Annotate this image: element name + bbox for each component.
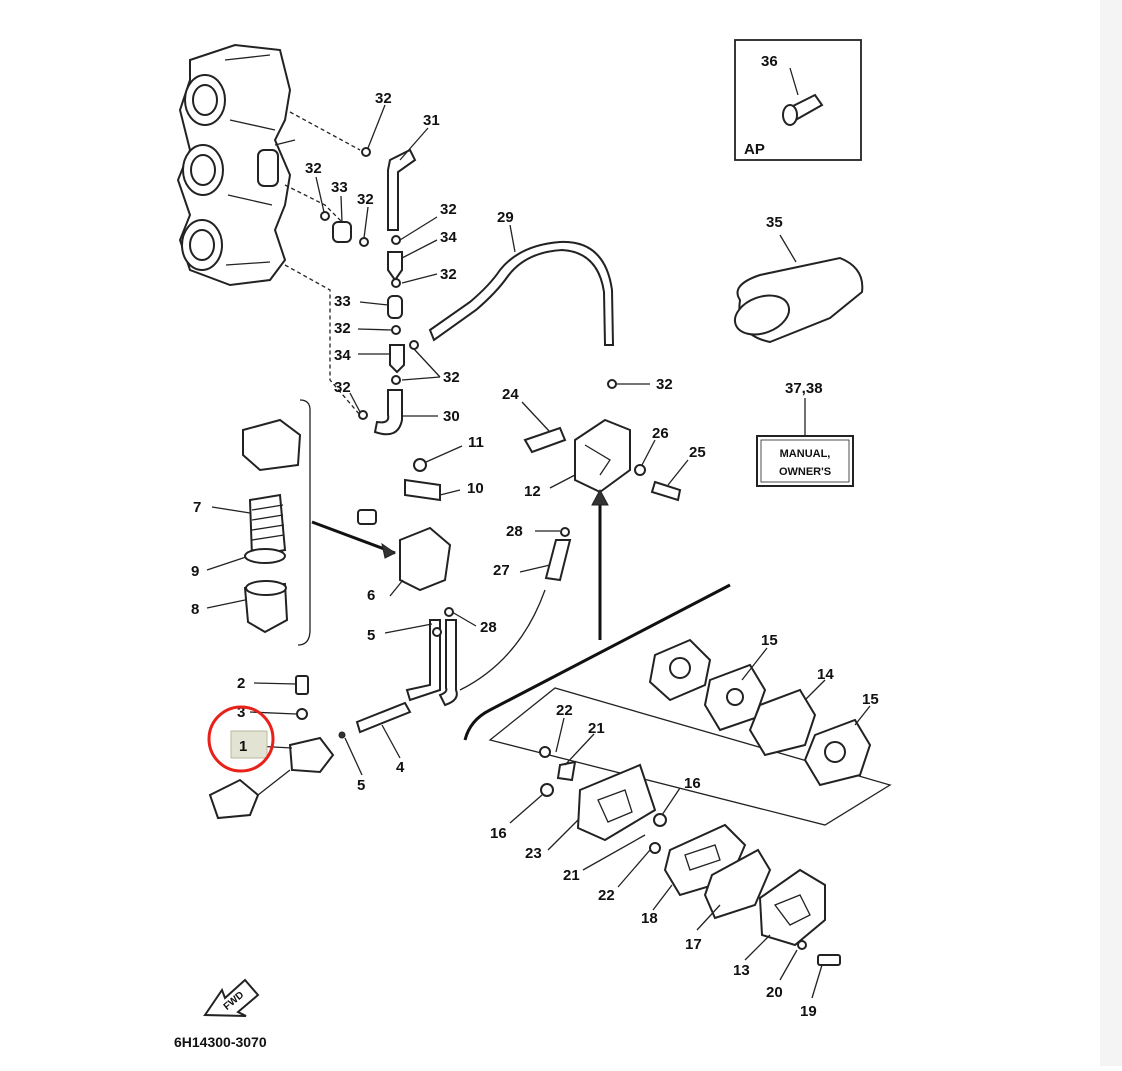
- callout-34: 34: [440, 229, 457, 246]
- highlighted-callout-1[interactable]: 1: [207, 705, 275, 773]
- callout-5: 5: [367, 627, 375, 644]
- callout-36: 36: [761, 53, 778, 70]
- callout-1: 1: [239, 738, 247, 755]
- engine-block: [176, 43, 296, 287]
- callout-17: 17: [685, 936, 702, 953]
- callout-32: 32: [656, 376, 673, 393]
- callout-32: 32: [334, 320, 351, 337]
- callout-22: 22: [556, 702, 573, 719]
- callout-32: 32: [305, 160, 322, 177]
- callout-22: 22: [598, 887, 615, 904]
- pump-kit-inset: [463, 488, 892, 966]
- callout-8: 8: [191, 601, 199, 618]
- callout-3: 3: [237, 704, 245, 721]
- callout-19: 19: [800, 1003, 817, 1020]
- callout-7: 7: [193, 499, 201, 516]
- callout-28: 28: [480, 619, 497, 636]
- callout-35: 35: [766, 214, 783, 231]
- callout-6: 6: [367, 587, 375, 604]
- fuel-filter-assembly: [242, 399, 546, 734]
- callout-13: 13: [733, 962, 750, 979]
- red-highlight-circle: [207, 705, 275, 773]
- callout-10: 10: [467, 480, 484, 497]
- callout-33: 33: [331, 179, 348, 196]
- callout-24: 24: [502, 386, 519, 403]
- callout-9: 9: [191, 563, 199, 580]
- callout-26: 26: [652, 425, 669, 442]
- callout-16: 16: [490, 825, 507, 842]
- callout-16: 16: [684, 775, 701, 792]
- callout-15: 15: [761, 632, 778, 649]
- callout-18: 18: [641, 910, 658, 927]
- callout-29: 29: [497, 209, 514, 226]
- manual-label-line1: MANUAL,: [780, 448, 831, 460]
- callout-20: 20: [766, 984, 783, 1001]
- callout-37-38: 37,38: [785, 380, 823, 397]
- callout-28: 28: [506, 523, 523, 540]
- callout-15: 15: [862, 691, 879, 708]
- callout-21: 21: [563, 867, 580, 884]
- callout-32: 32: [440, 266, 457, 283]
- callout-4: 4: [396, 759, 405, 776]
- fwd-arrow: FWD: [203, 978, 260, 1017]
- callout-5: 5: [357, 777, 365, 794]
- callout-21: 21: [588, 720, 605, 737]
- inset-box-ap: AP: [734, 39, 862, 161]
- owners-manual-box: MANUAL, OWNER'S: [756, 398, 854, 487]
- callout-32: 32: [375, 90, 392, 107]
- callout-25: 25: [689, 444, 706, 461]
- callout-14: 14: [817, 666, 834, 683]
- callout-12: 12: [524, 483, 541, 500]
- manual-label-line2: OWNER'S: [779, 466, 831, 478]
- callout-30: 30: [443, 408, 460, 425]
- drawing-code: 6H14300-3070: [174, 1034, 267, 1050]
- callout-23: 23: [525, 845, 542, 862]
- page-edge-strip: [1100, 0, 1122, 1066]
- callout-34: 34: [334, 347, 351, 364]
- callout-27: 27: [493, 562, 510, 579]
- callout-labels: 32 31 32 33 32 32 34 32 33 32 34 32 32 3…: [191, 53, 879, 1020]
- callout-32: 32: [334, 379, 351, 396]
- hose-29: [428, 240, 615, 346]
- fuel-connector-assembly: [208, 675, 346, 820]
- callout-32: 32: [443, 369, 460, 386]
- callout-32: 32: [440, 201, 457, 218]
- callout-2: 2: [237, 675, 245, 692]
- leader-lines: [206, 104, 871, 999]
- callout-11: 11: [468, 434, 484, 451]
- hose-assembly-top: [284, 111, 419, 436]
- fuel-pump-upper: [523, 379, 682, 582]
- callout-31: 31: [423, 112, 440, 129]
- callout-32: 32: [357, 191, 374, 208]
- callout-33: 33: [334, 293, 351, 310]
- ap-label: AP: [744, 141, 765, 158]
- part-35-sleeve: [733, 234, 864, 344]
